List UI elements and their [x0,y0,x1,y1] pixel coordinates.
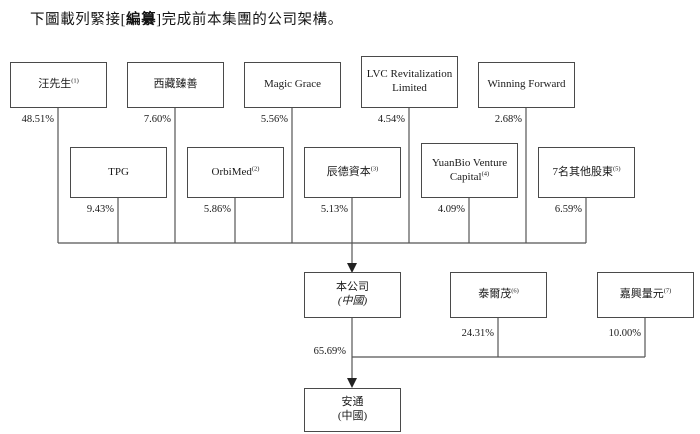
pct-tpg: 9.43% [86,204,114,215]
node-magic-grace[interactable]: Magic Grace [244,62,341,108]
node-tpg-label: TPG [108,165,129,178]
pct-winning-forward: 2.68% [494,114,522,125]
pct-orbimed: 5.86% [203,204,231,215]
pct-terumo: 24.31% [461,328,494,339]
node-company[interactable]: 本公司 (中國) [304,272,401,318]
node-other-shareholders-footnote: (5) [612,164,621,172]
node-orbimed[interactable]: OrbiMed(2) [187,147,284,198]
node-chende-footnote: (3) [370,164,379,172]
node-wang-footnote: (1) [71,77,79,85]
node-yuanbio-footnote: (4) [481,169,490,177]
node-tibet-label: 西藏臻善 [153,78,198,91]
node-jiaxing-label: 嘉興量元 [619,288,664,301]
node-winning-forward-label: Winning Forward [487,78,566,91]
arrow-head-antong [347,378,357,388]
headline-text-before: 下圖載列緊接[ [30,12,127,28]
pct-company: 65.69% [313,346,346,357]
pct-yuanbio: 4.09% [437,204,465,215]
node-winning-forward[interactable]: Winning Forward [478,62,575,108]
node-chende[interactable]: 辰德資本(3) [304,147,401,198]
pct-chende: 5.13% [320,204,348,215]
node-jiaxing[interactable]: 嘉興量元(7) [597,272,694,318]
node-lvc-label: LVC Revitalization Limited [366,68,453,94]
node-orbimed-footnote: (2) [251,164,260,172]
headline-text-bold: 編纂 [126,12,157,28]
pct-tibet: 7.60% [143,114,171,125]
pct-lvc: 4.54% [377,114,405,125]
headline-text-after: ]完成前本集團的公司架構。 [156,12,343,28]
node-lvc[interactable]: LVC Revitalization Limited [361,56,458,108]
node-tpg[interactable]: TPG [70,147,167,198]
node-antong-label: 安通 [341,396,364,409]
pct-jiaxing: 10.00% [608,328,641,339]
node-jiaxing-footnote: (7) [663,287,672,295]
pct-wang: 48.51% [21,114,54,125]
node-yuanbio[interactable]: YuanBio Venture Capital(4) [421,143,518,198]
node-yuanbio-label: YuanBio Venture Capital [431,156,508,183]
node-company-label: 本公司 [336,281,369,294]
node-other-shareholders[interactable]: 7名其他股東(5) [538,147,635,198]
node-chende-label: 辰德資本 [326,165,371,178]
node-terumo-label: 泰爾茂 [478,288,512,301]
node-orbimed-label: OrbiMed [211,165,252,178]
node-antong[interactable]: 安通 (中國) [304,388,401,432]
node-terumo[interactable]: 泰爾茂(6) [450,272,547,318]
pct-magic-grace: 5.56% [260,114,288,125]
page-headline: 下圖載列緊接[編纂]完成前本集團的公司架構。 [30,8,343,29]
node-wang[interactable]: 汪先生(1) [10,62,107,108]
node-antong-sublabel: (中國) [337,410,368,422]
node-tibet[interactable]: 西藏臻善 [127,62,224,108]
node-company-sublabel: (中國) [337,295,368,307]
node-terumo-footnote: (6) [511,287,519,295]
pct-other-shareholders: 6.59% [554,204,582,215]
node-wang-label: 汪先生 [38,78,72,91]
node-other-shareholders-label: 7名其他股東 [552,165,613,178]
node-magic-grace-label: Magic Grace [263,78,322,91]
